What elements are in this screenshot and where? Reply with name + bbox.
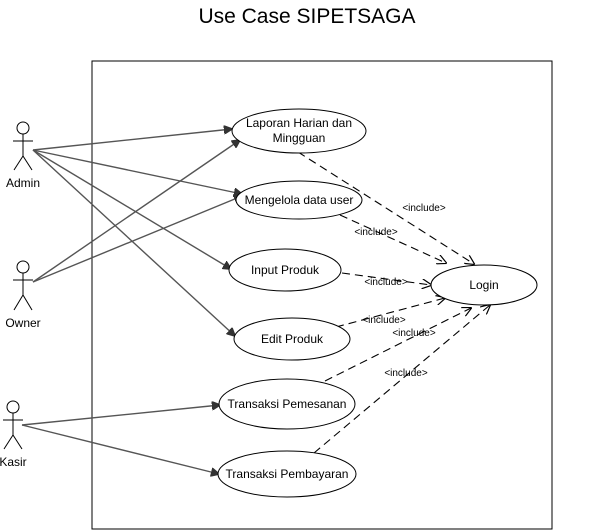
actor-kasir: Kasir [0,400,27,469]
include-edit-produk-login [335,298,445,328]
assoc-admin-edit-produk [32,149,235,336]
actor-owner: Owner [5,260,41,330]
use-case-laporan: Laporan Harian dan Mingguan [231,108,367,154]
use-case-transaksi-pembayaran-label: Transaksi Pembayaran [226,467,349,481]
use-case-laporan-label-line2: Mingguan [273,131,326,145]
actor-admin-label: Admin [6,176,40,190]
diagram-title: Use Case SIPETSAGA [198,5,415,28]
actor-kasir-label: Kasir [0,455,27,469]
use-case-transaksi-pembayaran-shape [217,450,357,498]
assoc-admin-mengelola [32,149,242,194]
use-case-input-produk-label: Input Produk [251,263,320,277]
include-input-produk-login [341,272,431,285]
use-case-transaksi-pemesanan: Transaksi Pemesanan [218,378,356,430]
include-relations [297,151,490,454]
assoc-kasir-pembayaran [21,424,219,474]
use-case-mengelola-shape [235,180,363,220]
use-case-login-shape [430,264,538,306]
associations [21,129,242,474]
use-case-edit-produk: Edit Produk [233,317,351,361]
assoc-owner-mengelola [32,196,242,283]
include-label-pembayaran: <include> [384,368,428,379]
include-label-edit-produk: <include> [362,315,406,326]
actor-owner-figure-icon [13,260,33,311]
assoc-kasir-pemesanan [21,405,220,426]
use-case-transaksi-pembayaran: Transaksi Pembayaran [217,450,357,498]
use-case-mengelola-label: Mengelola data user [245,193,354,207]
use-case-mengelola: Mengelola data user [235,180,363,220]
include-label-mengelola: <include> [354,227,398,238]
use-case-laporan-shape [231,108,367,154]
include-pemesanan-login [324,308,471,382]
use-case-input-produk: Input Produk [228,248,342,292]
use-case-login: Login [430,264,538,306]
actor-kasir-figure-icon [3,400,23,450]
use-case-edit-produk-shape [233,317,351,361]
use-case-input-produk-shape [228,248,342,292]
actor-admin-figure-icon [13,121,33,171]
assoc-admin-laporan [32,129,232,151]
actor-owner-label: Owner [5,316,40,330]
use-case-transaksi-pemesanan-label: Transaksi Pemesanan [228,397,347,411]
use-case-transaksi-pemesanan-shape [218,378,356,430]
assoc-owner-laporan [32,140,240,283]
use-case-edit-produk-label: Edit Produk [261,332,324,346]
actor-admin: Admin [6,121,40,190]
include-mengelola-login [339,214,446,263]
include-label-laporan: <include> [402,203,446,214]
include-labels: <include> <include> <include> <include> … [354,203,446,379]
include-label-input-produk: <include> [364,277,408,288]
use-case-laporan-label-line1: Laporan Harian dan [246,116,352,130]
include-label-pemesanan: <include> [392,328,436,339]
include-laporan-login [297,151,474,264]
use-case-login-label: Login [469,278,498,292]
assoc-admin-input-produk [32,149,231,269]
